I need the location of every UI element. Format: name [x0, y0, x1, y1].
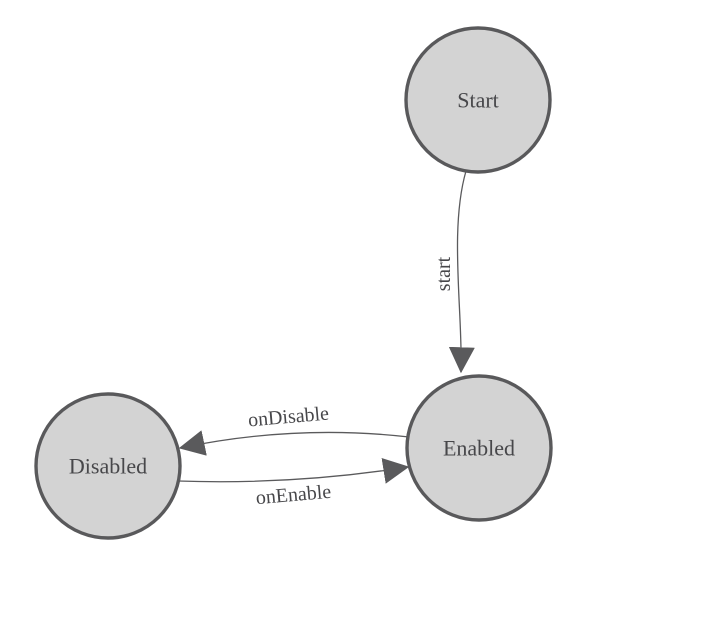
state-circle-disabled — [34, 392, 182, 540]
state-label-enabled: Enabled — [443, 436, 515, 461]
transition-label-enabled-to-disabled: onDisable — [247, 403, 330, 432]
edge-labels-layer: start onDisable onEnable — [247, 256, 455, 509]
state-circle-enabled — [405, 374, 553, 522]
state-circle-start — [404, 26, 552, 174]
transition-edge-start-to-enabled — [448, 170, 475, 374]
edges-layer — [177, 170, 475, 484]
transition-label-start-to-enabled: start — [433, 256, 455, 291]
state-label-start: Start — [457, 88, 499, 113]
state-label-disabled: Disabled — [69, 454, 147, 479]
transition-label-disabled-to-enabled: onEnable — [255, 481, 332, 510]
transition-edge-enabled-to-disabled — [178, 430, 410, 456]
state-node-start: Start — [404, 26, 552, 174]
state-node-disabled: Disabled — [34, 392, 182, 540]
transition-edge-disabled-to-enabled — [177, 458, 410, 484]
state-node-enabled: Enabled — [405, 374, 553, 522]
